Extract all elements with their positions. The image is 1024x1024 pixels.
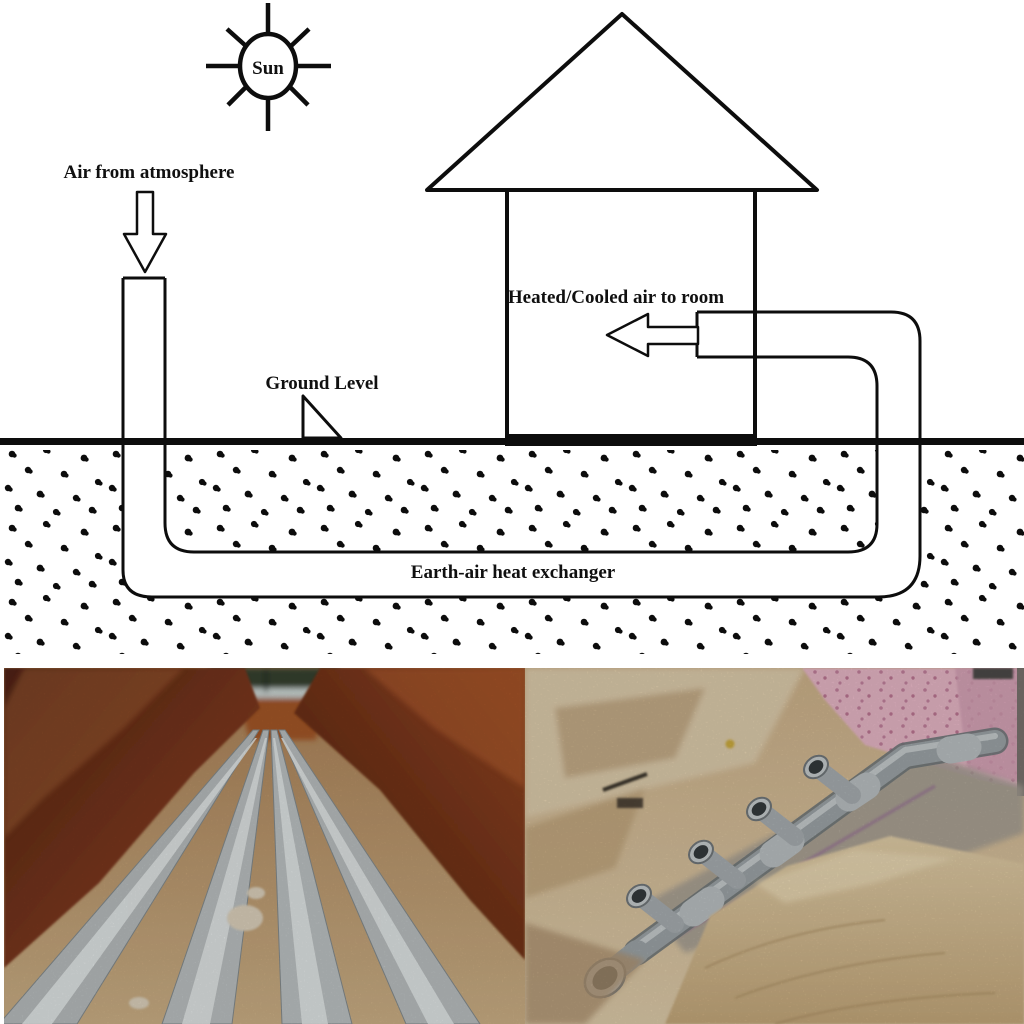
sun-rays: [206, 3, 331, 131]
house-floor: [505, 434, 757, 446]
down-arrow-icon: [122, 190, 168, 274]
house: [425, 12, 819, 446]
photo-grain: [525, 668, 1024, 1024]
pipe-outer-wall: [121, 278, 922, 599]
pipe-inner-wall: [163, 278, 879, 554]
sun-icon: Sun: [206, 3, 331, 131]
room-air-label: Heated/Cooled air to room: [508, 287, 724, 308]
photo-grain: [4, 668, 525, 1024]
sun-label: Sun: [252, 58, 284, 79]
earth-air-pipe-loop: [121, 276, 922, 599]
pipe-loop-interior: [123, 278, 920, 597]
sun-circle: [237, 31, 299, 101]
manifold-photo: [525, 668, 1024, 1024]
air-inlet-label: Air from atmosphere: [64, 162, 235, 183]
ground-level-triangle: [301, 394, 343, 440]
ground-level-marker: Ground Level: [265, 373, 379, 440]
ground-level-label: Ground Level: [265, 373, 378, 394]
trench-photo: [4, 668, 525, 1024]
house-roof: [425, 12, 819, 192]
left-arrow-icon: [605, 312, 700, 358]
schematic-diagram: Sun Air from atmosphere Heated/Cooled ai…: [0, 3, 1024, 654]
exchanger-label: Earth-air heat exchanger: [411, 562, 616, 583]
